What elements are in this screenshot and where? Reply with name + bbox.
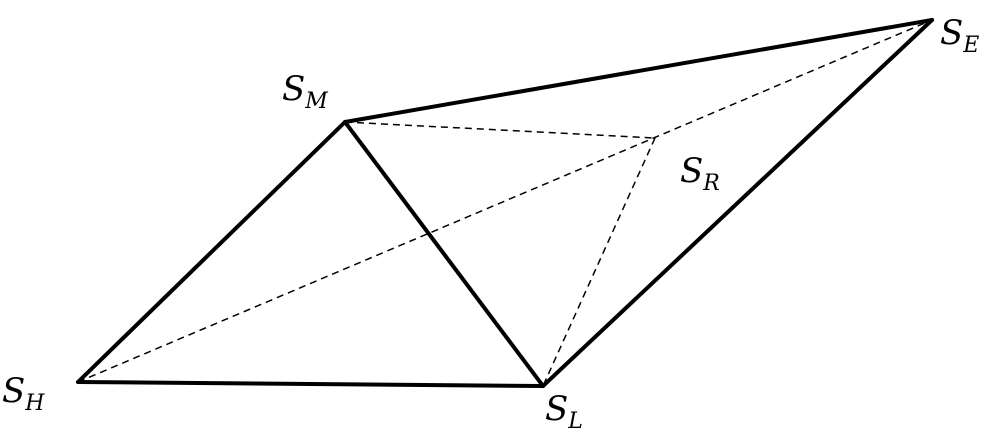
label-S-E: SE xyxy=(940,13,979,58)
edge-H-M xyxy=(76,120,347,384)
label-S-L: SL xyxy=(545,389,583,434)
label-S-H: SH xyxy=(2,371,45,416)
dashed-edge-M-R xyxy=(344,121,656,139)
label-S-M: SM xyxy=(282,69,328,114)
label-S-R: SR xyxy=(680,151,720,196)
dashed-edge-R-L xyxy=(542,137,656,387)
edge-L-E xyxy=(541,18,934,388)
edge-M-E xyxy=(343,18,934,124)
edge-M-L xyxy=(343,120,545,388)
dashed-edge-H-E xyxy=(77,19,933,383)
edge-H-L xyxy=(76,380,545,388)
